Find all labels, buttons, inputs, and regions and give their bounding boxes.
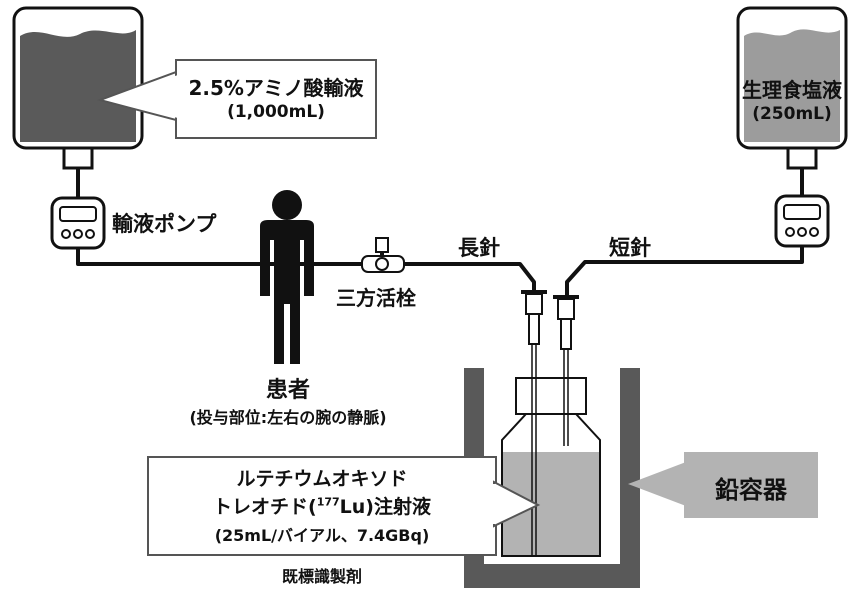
saline-bag-name: 生理食塩液 — [742, 78, 842, 102]
amino-bag-name: 2.5%アミノ酸輸液 — [188, 76, 364, 100]
saline-bag-volume: (250mL) — [752, 104, 832, 124]
lead-callout-shape — [628, 452, 818, 518]
amino-callout — [96, 59, 377, 139]
long-needle-label: 長針 — [458, 236, 500, 260]
lead-container-label: 鉛容器 — [715, 476, 787, 504]
drug-name-line2: トレオチド(177Lu)注射液 — [148, 492, 496, 519]
drug-spec: (25mL/バイアル、7.4GBq) — [214, 526, 430, 545]
saline-bag — [736, 6, 848, 170]
tubing — [76, 168, 804, 295]
pump-label: 輸液ポンプ — [112, 212, 217, 236]
three-way-stopcock — [361, 237, 405, 273]
short-needle — [553, 295, 579, 446]
patient-icon — [260, 190, 314, 364]
infusion-pump-left — [50, 196, 106, 250]
drug-name-line2-post: Lu)注射液 — [339, 496, 431, 518]
amino-bag-volume: (1,000mL) — [227, 102, 325, 122]
drug-isotope-mass: 177 — [316, 495, 340, 509]
drug-name-line1: ルテチウムオキソド — [236, 468, 408, 490]
drug-vial — [501, 377, 601, 557]
long-needle — [521, 290, 547, 556]
drug-name-line2-pre: トレオチド( — [213, 496, 317, 518]
drug-caption: 既標識製剤 — [281, 567, 362, 586]
amino-acid-bag — [12, 6, 144, 170]
short-needle-label: 短針 — [609, 236, 651, 260]
infusion-pump-right — [774, 194, 830, 248]
stopcock-label: 三方活栓 — [336, 286, 416, 310]
patient-note: (投与部位:左右の腕の静脈) — [189, 408, 387, 427]
patient-label: 患者 — [265, 378, 310, 403]
drug-callout-shape — [147, 456, 541, 556]
